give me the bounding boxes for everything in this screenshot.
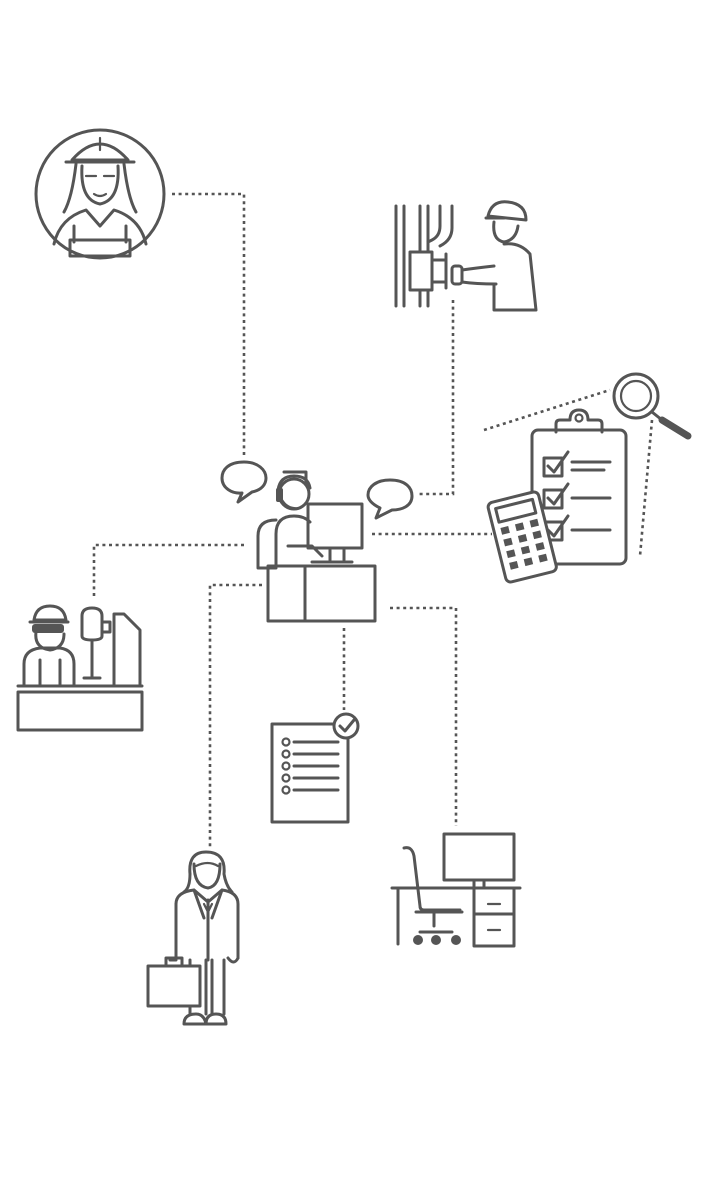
office-workstation-icon — [390, 832, 522, 948]
connector-business-woman — [208, 583, 262, 848]
approved-document-icon — [270, 712, 360, 824]
connector-checklist-top — [483, 388, 611, 432]
valve-worker-icon — [394, 200, 538, 312]
engineer-portrait-icon — [34, 128, 166, 260]
control-room-operator-icon — [256, 470, 377, 623]
lab-technician-icon — [16, 604, 144, 732]
connector-checklist-right — [638, 419, 654, 557]
business-woman-icon — [146, 850, 240, 1026]
connector-valve-worker — [418, 300, 455, 496]
speech-bubble-icon-left — [220, 460, 268, 504]
connector-office-workstation — [390, 606, 458, 826]
speech-bubble-icon-right — [366, 478, 414, 520]
connectors — [92, 192, 654, 848]
connector-lab-technician — [92, 543, 244, 598]
inspection-checklist-icon — [486, 372, 692, 584]
connector-engineer-portrait — [172, 192, 246, 458]
